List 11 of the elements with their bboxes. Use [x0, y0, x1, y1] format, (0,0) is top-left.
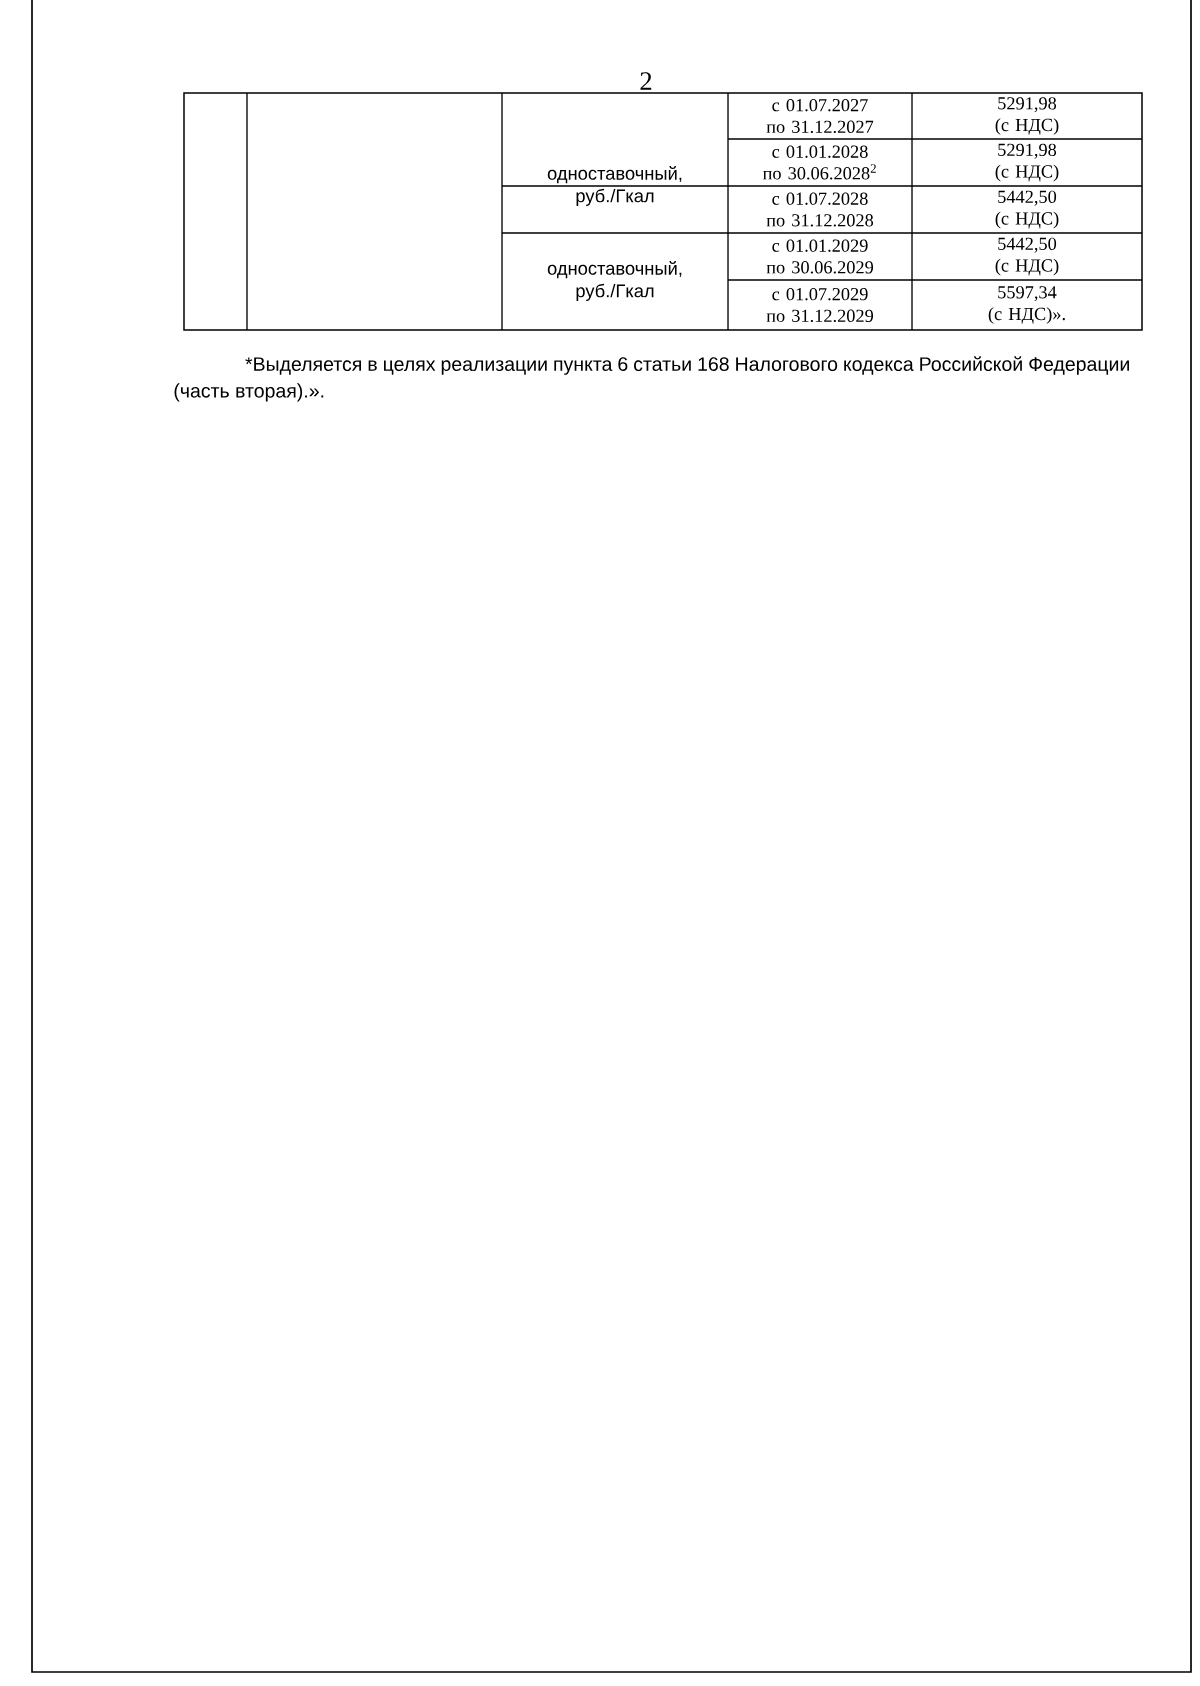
table-cell: 5291,98 (с НДС)	[995, 97, 1059, 135]
table-cell: одноставочный, руб./Гкал	[547, 261, 682, 301]
table-cell: 5597,34 (с НДС)».	[988, 286, 1065, 324]
table-cell: 5442,50 (с НДС)	[995, 190, 1059, 229]
table-cell: одноставочный, руб./Гкал	[547, 166, 682, 206]
footnote: *Выделяется в целях реализации пункта 6 статьи 168 Налогового кодекса Российской Федерации (часть вторая).».	[174, 356, 1129, 402]
page-number: 2	[640, 72, 652, 90]
table-cell: с 01.01.2028 по 30.06.2028$^{2}$	[762, 145, 876, 180]
table-cell: 5291,98 (с НДС)	[995, 143, 1059, 182]
table-cell: с 01.07.2029 по 31.12.2029	[766, 287, 874, 323]
table-cell: 5442,50 (с НДС)	[995, 237, 1059, 276]
